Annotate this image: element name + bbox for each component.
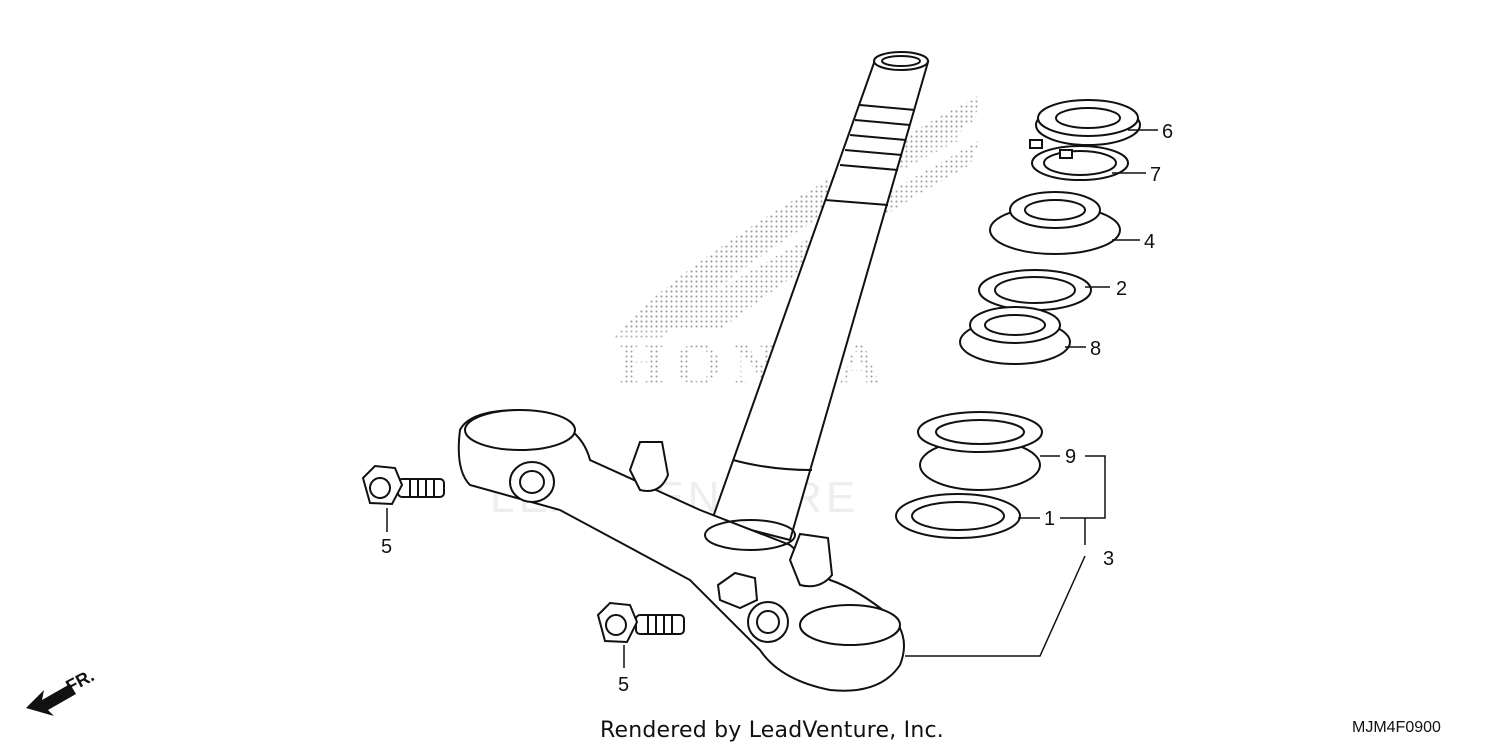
callout-4: 4: [1144, 231, 1155, 253]
callout-6: 6: [1162, 121, 1173, 143]
lower-dust-seal: [895, 493, 1021, 539]
drawing-code: MJM4F0900: [1352, 719, 1441, 736]
flange-bolt-upper: [361, 464, 445, 506]
stem-adjusting-nut: [989, 191, 1121, 255]
front-arrow-icon: FR.: [26, 665, 97, 716]
stem-lock-nut: [1035, 99, 1141, 146]
callout-3: 3: [1103, 548, 1114, 570]
callout-7: 7: [1150, 164, 1161, 186]
credit-text: Rendered by LeadVenture, Inc.: [600, 718, 944, 743]
callout-5-lower: 5: [618, 674, 629, 696]
callout-5-upper: 5: [381, 536, 392, 558]
dust-seal: [978, 269, 1092, 311]
bottom-bridge: [457, 408, 905, 692]
callout-2: 2: [1116, 278, 1127, 300]
lower-bearing: [917, 411, 1043, 491]
callout-8: 8: [1090, 338, 1101, 360]
lock-washer: [1029, 139, 1129, 181]
callout-1: 1: [1044, 508, 1055, 530]
svg-text:HONDA: HONDA: [618, 331, 891, 397]
upper-bearing: [959, 306, 1071, 365]
callout-9: 9: [1065, 446, 1076, 468]
flange-bolt-lower: [596, 601, 685, 644]
steering-stem: [710, 51, 930, 542]
leader-lines: [386, 129, 1158, 668]
